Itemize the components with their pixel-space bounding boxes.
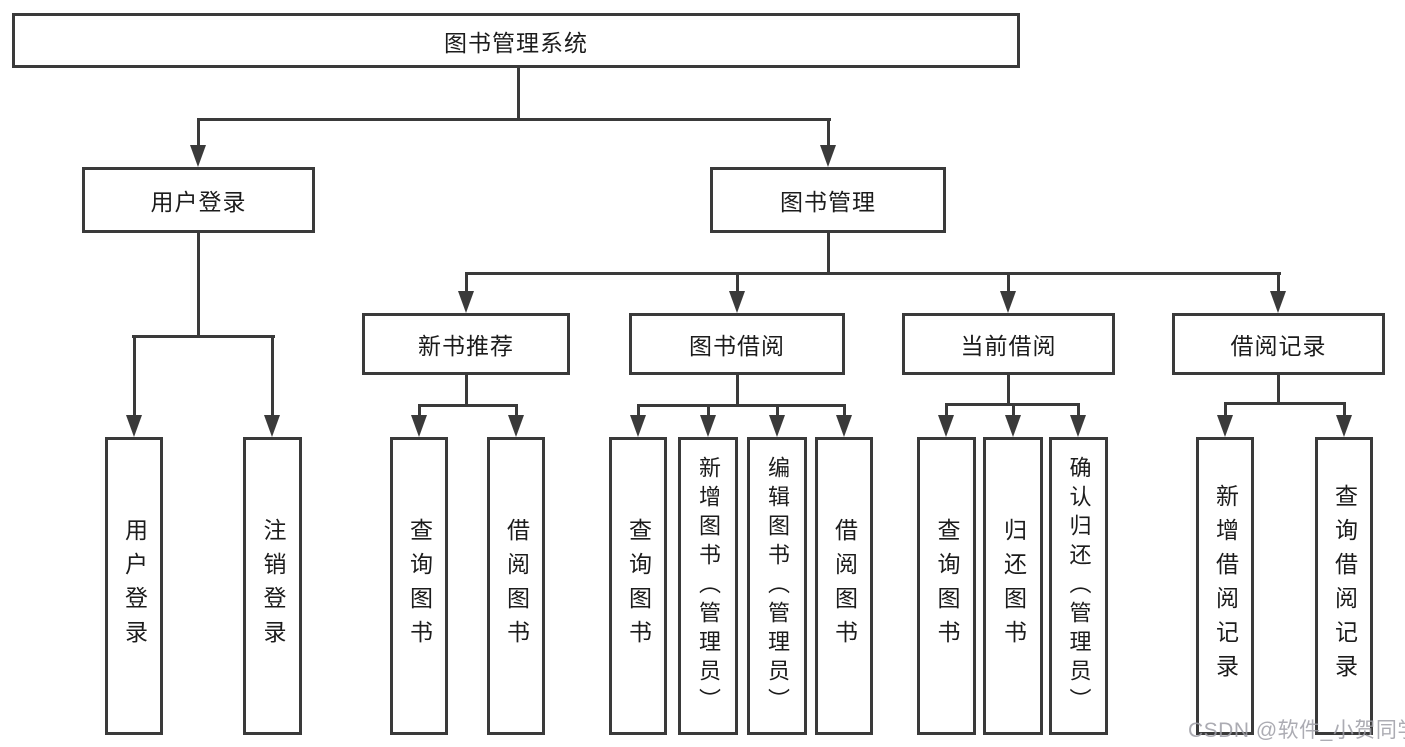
connector-line <box>418 406 421 417</box>
node-label: 查询图书 <box>625 518 652 654</box>
arrow-down-icon <box>1336 415 1352 437</box>
connector-line <box>827 120 830 148</box>
connector-line <box>133 337 136 417</box>
arrow-down-icon <box>411 415 427 437</box>
node-label: 用户登录 <box>121 518 148 654</box>
connector-line <box>271 337 274 417</box>
connector-line <box>1077 405 1080 417</box>
connector-line <box>1277 375 1280 404</box>
arrow-down-icon <box>1270 291 1286 313</box>
connector-line <box>1343 404 1346 417</box>
node-label: 查询借阅记录 <box>1331 484 1358 688</box>
node-label: 确认归还（管理员） <box>1066 455 1092 717</box>
connector-line <box>1224 404 1227 417</box>
node-query-borrow-record: 查询借阅记录 <box>1315 437 1373 735</box>
node-book-borrowing: 图书借阅 <box>629 313 845 375</box>
connector-line <box>736 274 739 293</box>
node-edit-book-admin: 编辑图书（管理员） <box>747 437 807 735</box>
connector-line <box>465 274 468 293</box>
node-label: 借阅图书 <box>503 518 530 654</box>
connector-line <box>637 404 846 407</box>
connector-line <box>465 272 1281 275</box>
connector-line <box>515 406 518 417</box>
node-query-books-recommend: 查询图书 <box>390 437 448 735</box>
node-return-books: 归还图书 <box>983 437 1043 735</box>
connector-line <box>1007 375 1010 405</box>
arrow-down-icon <box>769 415 785 437</box>
arrow-down-icon <box>700 415 716 437</box>
arrow-down-icon <box>729 291 745 313</box>
node-library-management-system: 图书管理系统 <box>12 13 1020 68</box>
node-borrow-books-borrowing: 借阅图书 <box>815 437 873 735</box>
arrow-down-icon <box>190 145 206 167</box>
connector-line <box>132 335 275 338</box>
connector-line <box>827 233 830 274</box>
connector-line <box>418 404 518 407</box>
arrow-down-icon <box>836 415 852 437</box>
connector-line <box>1007 274 1010 293</box>
watermark: CSDN @软件_小贺同学 <box>1188 719 1405 742</box>
connector-line <box>843 406 846 417</box>
node-add-book-admin: 新增图书（管理员） <box>678 437 738 735</box>
connector-line <box>517 68 520 120</box>
node-user-login: 用户登录 <box>82 167 315 233</box>
connector-line <box>736 375 739 406</box>
arrow-down-icon <box>1070 415 1086 437</box>
node-add-borrow-record: 新增借阅记录 <box>1196 437 1254 735</box>
node-book-management: 图书管理 <box>710 167 946 233</box>
node-user-login-leaf: 用户登录 <box>105 437 163 735</box>
node-new-book-recommendation: 新书推荐 <box>362 313 570 375</box>
arrow-down-icon <box>264 415 280 437</box>
arrow-down-icon <box>508 415 524 437</box>
arrow-down-icon <box>1005 415 1021 437</box>
connector-line <box>197 120 200 148</box>
node-label: 归还图书 <box>1000 518 1027 654</box>
node-query-books-borrowing: 查询图书 <box>609 437 667 735</box>
connector-line <box>197 233 200 337</box>
node-label: 新增借阅记录 <box>1212 484 1239 688</box>
node-label: 注销登录 <box>260 518 286 654</box>
connector-line <box>197 118 831 121</box>
connector-line <box>1012 405 1015 417</box>
node-borrow-books-recommend: 借阅图书 <box>487 437 545 735</box>
node-label: 编辑图书（管理员） <box>765 455 790 717</box>
arrow-down-icon <box>1217 415 1233 437</box>
connector-line <box>465 375 468 406</box>
node-query-books-current: 查询图书 <box>917 437 976 735</box>
arrow-down-icon <box>458 291 474 313</box>
arrow-down-icon <box>938 415 954 437</box>
connector-line <box>637 406 640 417</box>
node-label: 查询图书 <box>406 518 433 654</box>
node-label: 借阅图书 <box>831 518 858 654</box>
arrow-down-icon <box>820 145 836 167</box>
node-confirm-return-admin: 确认归还（管理员） <box>1049 437 1108 735</box>
node-current-borrowing: 当前借阅 <box>902 313 1115 375</box>
connector-line <box>776 406 779 417</box>
connector-line <box>945 405 948 417</box>
node-label: 查询图书 <box>934 518 960 654</box>
node-borrowing-records: 借阅记录 <box>1172 313 1385 375</box>
node-logout-leaf: 注销登录 <box>243 437 302 735</box>
arrow-down-icon <box>630 415 646 437</box>
connector-line <box>1224 402 1346 405</box>
node-label: 新增图书（管理员） <box>696 455 721 717</box>
connector-line <box>1277 274 1280 293</box>
arrow-down-icon <box>126 415 142 437</box>
arrow-down-icon <box>1000 291 1016 313</box>
connector-line <box>945 403 1080 406</box>
connector-line <box>707 406 710 417</box>
